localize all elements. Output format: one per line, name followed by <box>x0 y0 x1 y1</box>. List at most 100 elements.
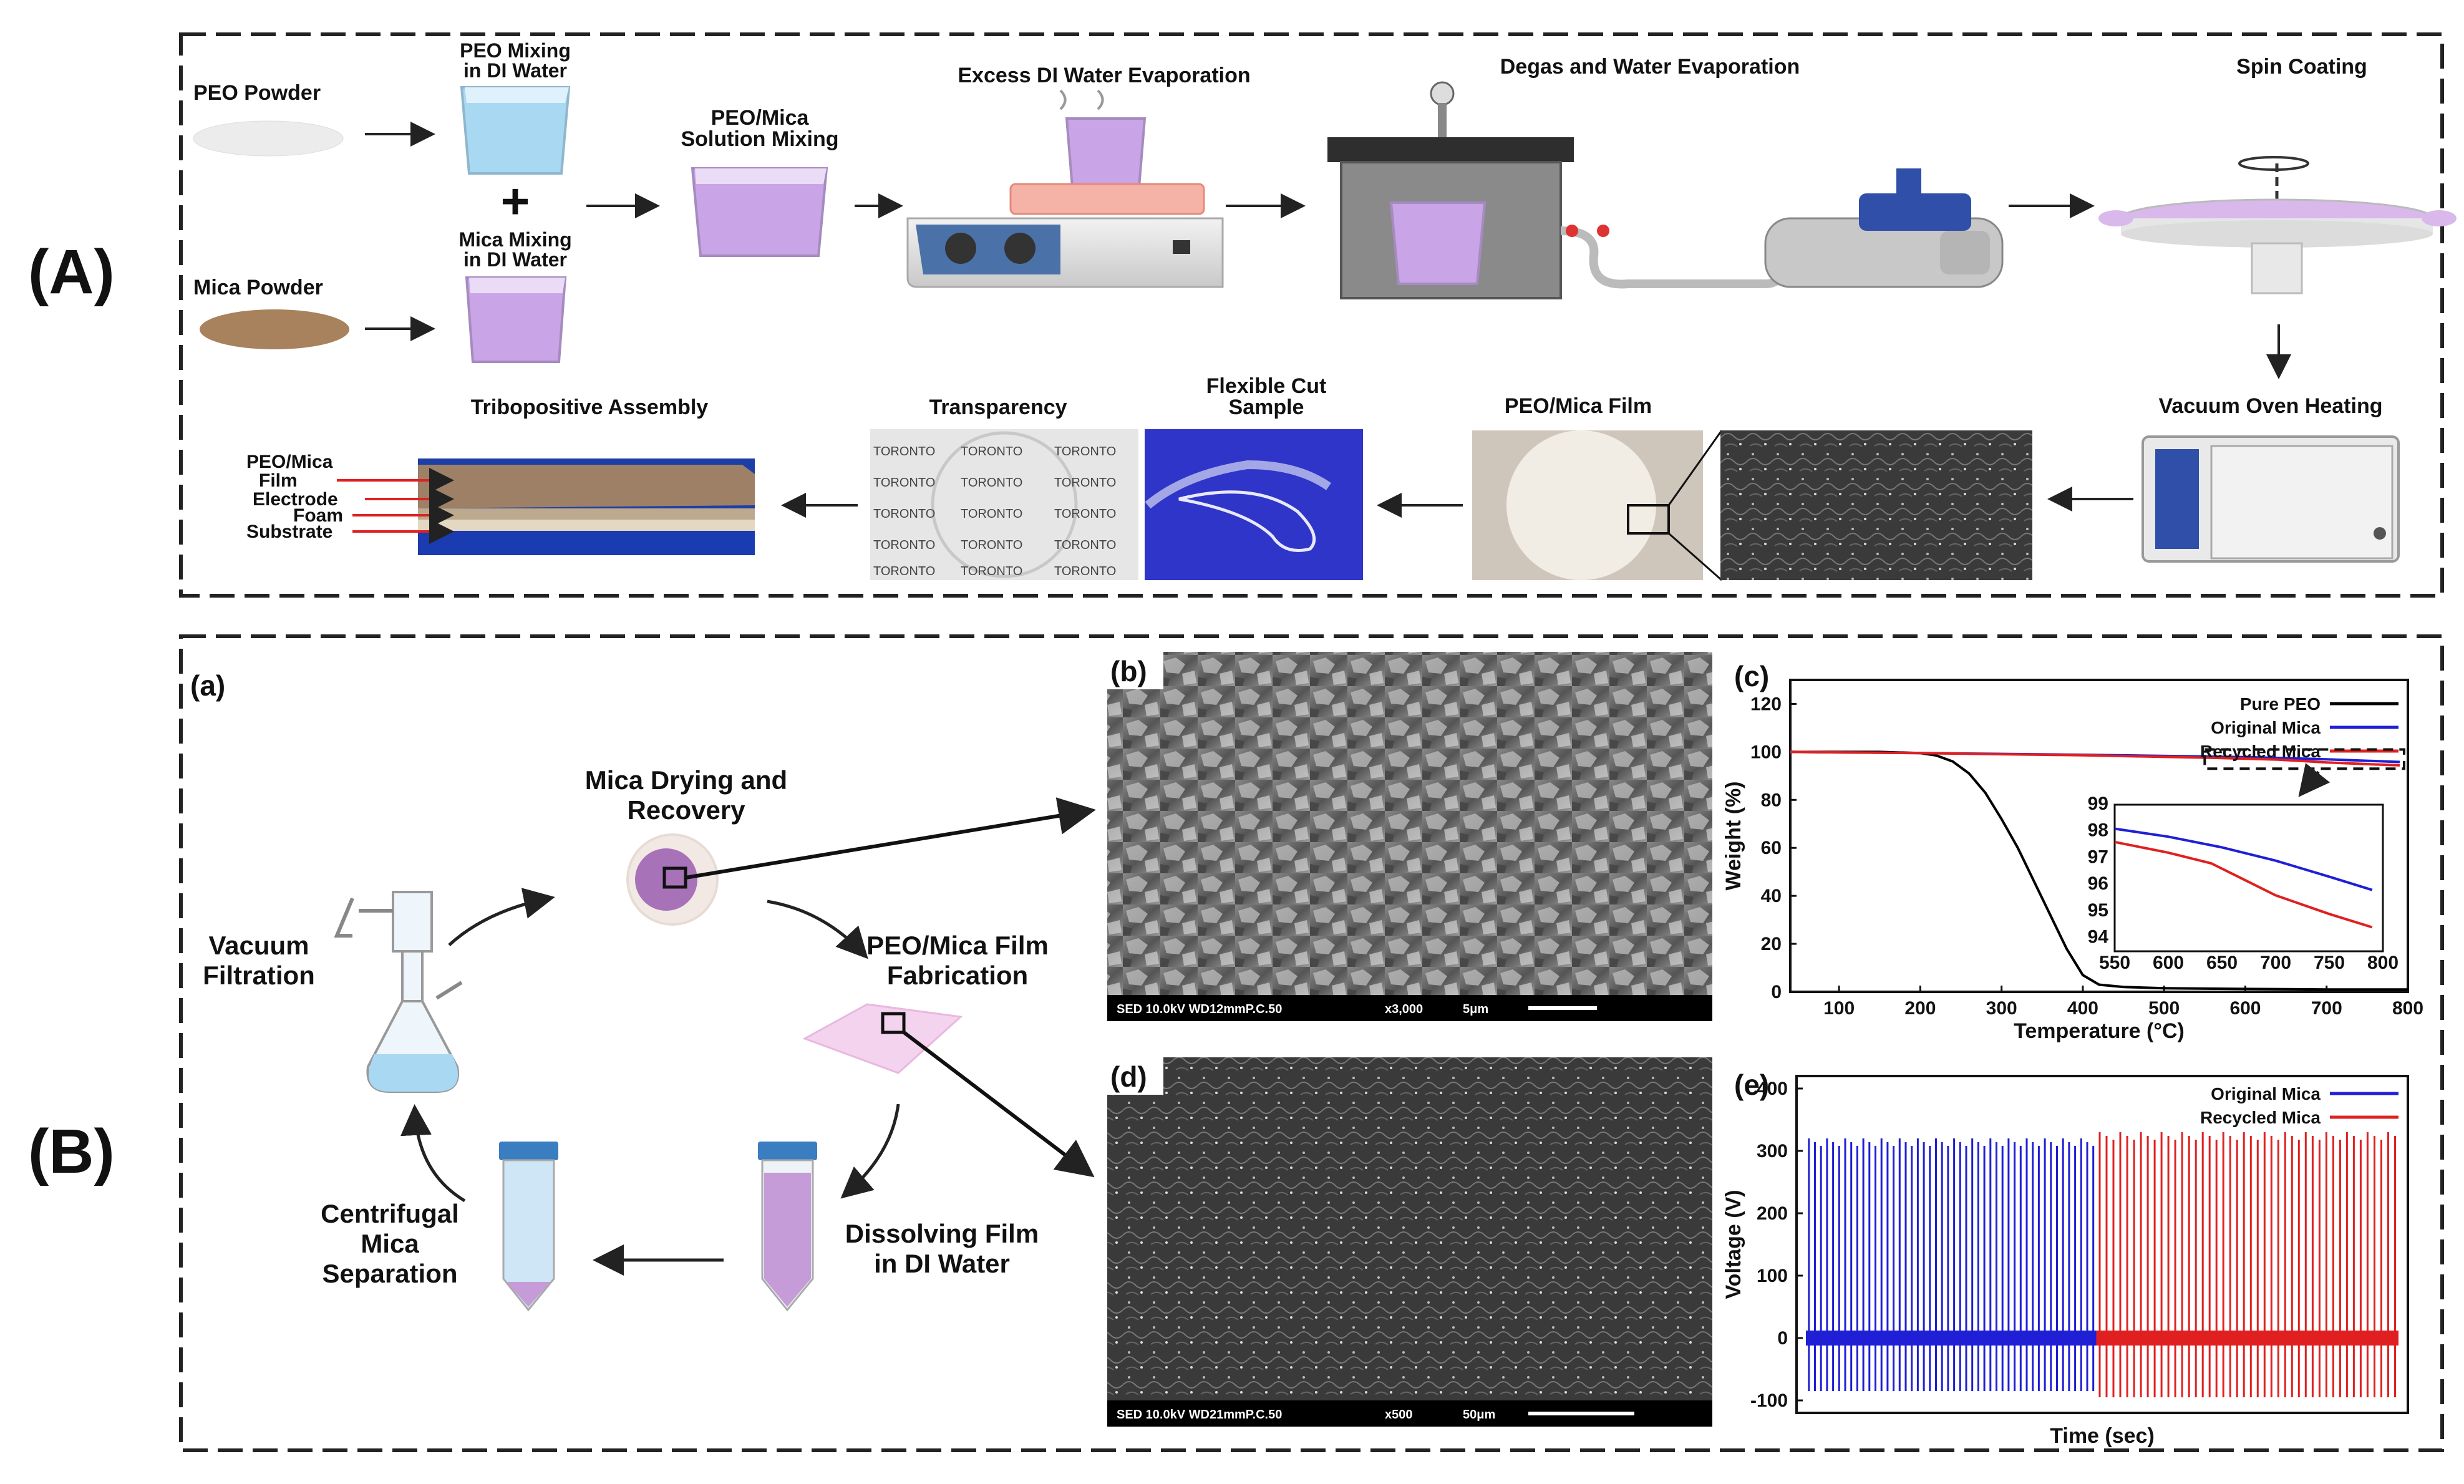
chart-c-xtick-label: 100 <box>1823 998 1855 1019</box>
svg-text:TORONTO: TORONTO <box>961 538 1022 552</box>
svg-text:TORONTO: TORONTO <box>961 445 1022 458</box>
spin-label: Spin Coating <box>2236 55 2367 79</box>
chart-e-xlabel: Time (sec) <box>2050 1424 2155 1448</box>
mica-powder-pile <box>200 309 349 349</box>
mica-mixing-label-2: in DI Water <box>463 248 567 271</box>
chart-c-inset-series-line <box>2114 827 2373 891</box>
cycle-arrow-5 <box>400 1104 466 1203</box>
film-sheet <box>802 1003 963 1074</box>
dissolving-label-1: Dissolving Film <box>845 1219 1039 1248</box>
svg-text:TORONTO: TORONTO <box>1054 445 1116 458</box>
chart-c-inset-ytick: 98 <box>2088 820 2108 841</box>
chart-c-ytick-label: 120 <box>1750 694 1782 714</box>
cycle-arrow-3 <box>840 1103 900 1199</box>
transparency-label: Transparency <box>929 395 1067 419</box>
chart-c-frame <box>1789 679 2409 993</box>
svg-text:Foam: Foam <box>293 505 343 526</box>
film-sem-image <box>1720 430 2032 580</box>
filtration-label-1: Vacuum <box>208 931 309 960</box>
sem-b-mag: x3,000 <box>1385 1002 1423 1016</box>
chart-c-xtick-label: 600 <box>2229 998 2261 1019</box>
dissolving-label-2: in DI Water <box>874 1249 1010 1278</box>
svg-text:TORONTO: TORONTO <box>873 445 935 458</box>
svg-text:PEO/Mica: PEO/Mica <box>246 452 333 472</box>
svg-text:TORONTO: TORONTO <box>873 538 935 552</box>
svg-text:TORONTO: TORONTO <box>1054 538 1116 552</box>
peo-mixing-label-2: in DI Water <box>463 59 567 82</box>
chart-c-legend-label: Recycled Mica <box>2200 742 2321 761</box>
peo-water-beaker <box>460 86 571 175</box>
chart-c-zoom-box <box>2203 748 2405 770</box>
centrifugal-label-1: Centrifugal <box>321 1199 459 1228</box>
panel-a-frame <box>179 32 2444 598</box>
chart-c-xtick-label: 200 <box>1904 998 1936 1019</box>
sem-d-mag: x500 <box>1385 1408 1413 1422</box>
chart-c-inset-xtick: 800 <box>2367 953 2399 973</box>
chart-c-xtick-label: 400 <box>2067 998 2098 1019</box>
centrifugal-label-3: Separation <box>322 1259 457 1288</box>
drying-label-2: Recovery <box>627 795 745 825</box>
chart-e-baseline-band <box>1806 1331 2097 1346</box>
centrifugal-label-2: Mica <box>361 1229 419 1258</box>
sem-b-infobar <box>1107 995 1712 1021</box>
vacuum-chamber <box>1327 81 1788 299</box>
chart-e-ytick-label: 200 <box>1757 1203 1788 1224</box>
sem-b-scale: 5μm <box>1463 1002 1488 1016</box>
chart-e-ytick-label: 100 <box>1757 1266 1788 1286</box>
cycle-arrow-1 <box>448 888 555 946</box>
chart-c-series-line <box>1790 750 2400 767</box>
chart-c-inset-ytick: 94 <box>2088 927 2109 948</box>
chart-c-zoom-arrow <box>2298 763 2331 797</box>
chart-c-ytick-label: 100 <box>1750 742 1782 762</box>
centrifuge-tube <box>499 1142 558 1312</box>
sem-d-label-box <box>1107 1057 1163 1095</box>
sem-d-label: (d) <box>1110 1060 1147 1093</box>
vacuum-pump <box>1764 168 2004 288</box>
chart-c-inset-xtick: 550 <box>2099 953 2130 973</box>
panel-a-label: (A) <box>28 237 115 307</box>
dissolving-tube <box>758 1142 817 1312</box>
chart-c-inset-ytick: 99 <box>2088 793 2108 814</box>
solution-beaker <box>691 167 828 257</box>
chart-c-ytick-label: 40 <box>1761 886 1782 906</box>
mica-water-beaker <box>465 276 567 363</box>
chart-c-inset-xtick: 600 <box>2153 953 2184 973</box>
drying-label-1: Mica Drying and <box>585 765 787 795</box>
chart-c-inset-ytick: 97 <box>2088 846 2108 867</box>
chart-c-xtick-label: 800 <box>2392 998 2423 1019</box>
svg-text:TORONTO: TORONTO <box>961 565 1022 578</box>
chart-c-panel-label: (c) <box>1734 660 1769 692</box>
pointer-to-sem-b <box>685 797 1096 880</box>
svg-text:TORONTO: TORONTO <box>1054 565 1116 578</box>
chart-c-inset-ytick: 96 <box>2088 873 2108 894</box>
oven-label: Vacuum Oven Heating <box>2159 394 2383 418</box>
chart-e-baseline-band <box>2096 1331 2399 1346</box>
chart-e-ytick-label: 400 <box>1757 1079 1788 1099</box>
svg-text:TORONTO: TORONTO <box>873 507 935 521</box>
chart-c-ylabel: Weight (%) <box>1722 781 1745 890</box>
filtration-label-2: Filtration <box>203 961 315 990</box>
chart-e-pulses <box>1808 1138 2095 1391</box>
chart-c-inset-xtick: 750 <box>2314 953 2345 973</box>
transparency-text-rows: TORONTO TORONTO TORONTO TORONTO TORONTO TORO… <box>873 445 1116 578</box>
sem-b-image <box>1107 652 1712 995</box>
flex-photo <box>1145 429 1363 580</box>
chart-e-ytick-label: 300 <box>1757 1141 1788 1161</box>
transparency-photo <box>870 429 1138 580</box>
chart-c-ytick-label: 60 <box>1761 838 1782 858</box>
film-photo <box>1472 430 1723 581</box>
fabrication-label-2: Fabrication <box>887 961 1028 990</box>
chart-c-xtick-label: 700 <box>2311 998 2342 1019</box>
chart-e-panel-label: (e) <box>1734 1069 1769 1101</box>
sem-b-info: SED 10.0kV WD12mmP.C.50 <box>1117 1002 1282 1016</box>
fabrication-label-1: PEO/Mica Film <box>866 931 1049 960</box>
film-label: PEO/Mica Film <box>1505 394 1652 418</box>
filtration-flask <box>334 891 463 1093</box>
svg-text:TORONTO: TORONTO <box>873 476 935 490</box>
chart-c-inset-series-line <box>2114 840 2373 929</box>
chart-e-ytick-label: 0 <box>1777 1328 1788 1349</box>
panel-b-frame <box>179 634 2444 1452</box>
plus-sign: + <box>501 173 530 229</box>
